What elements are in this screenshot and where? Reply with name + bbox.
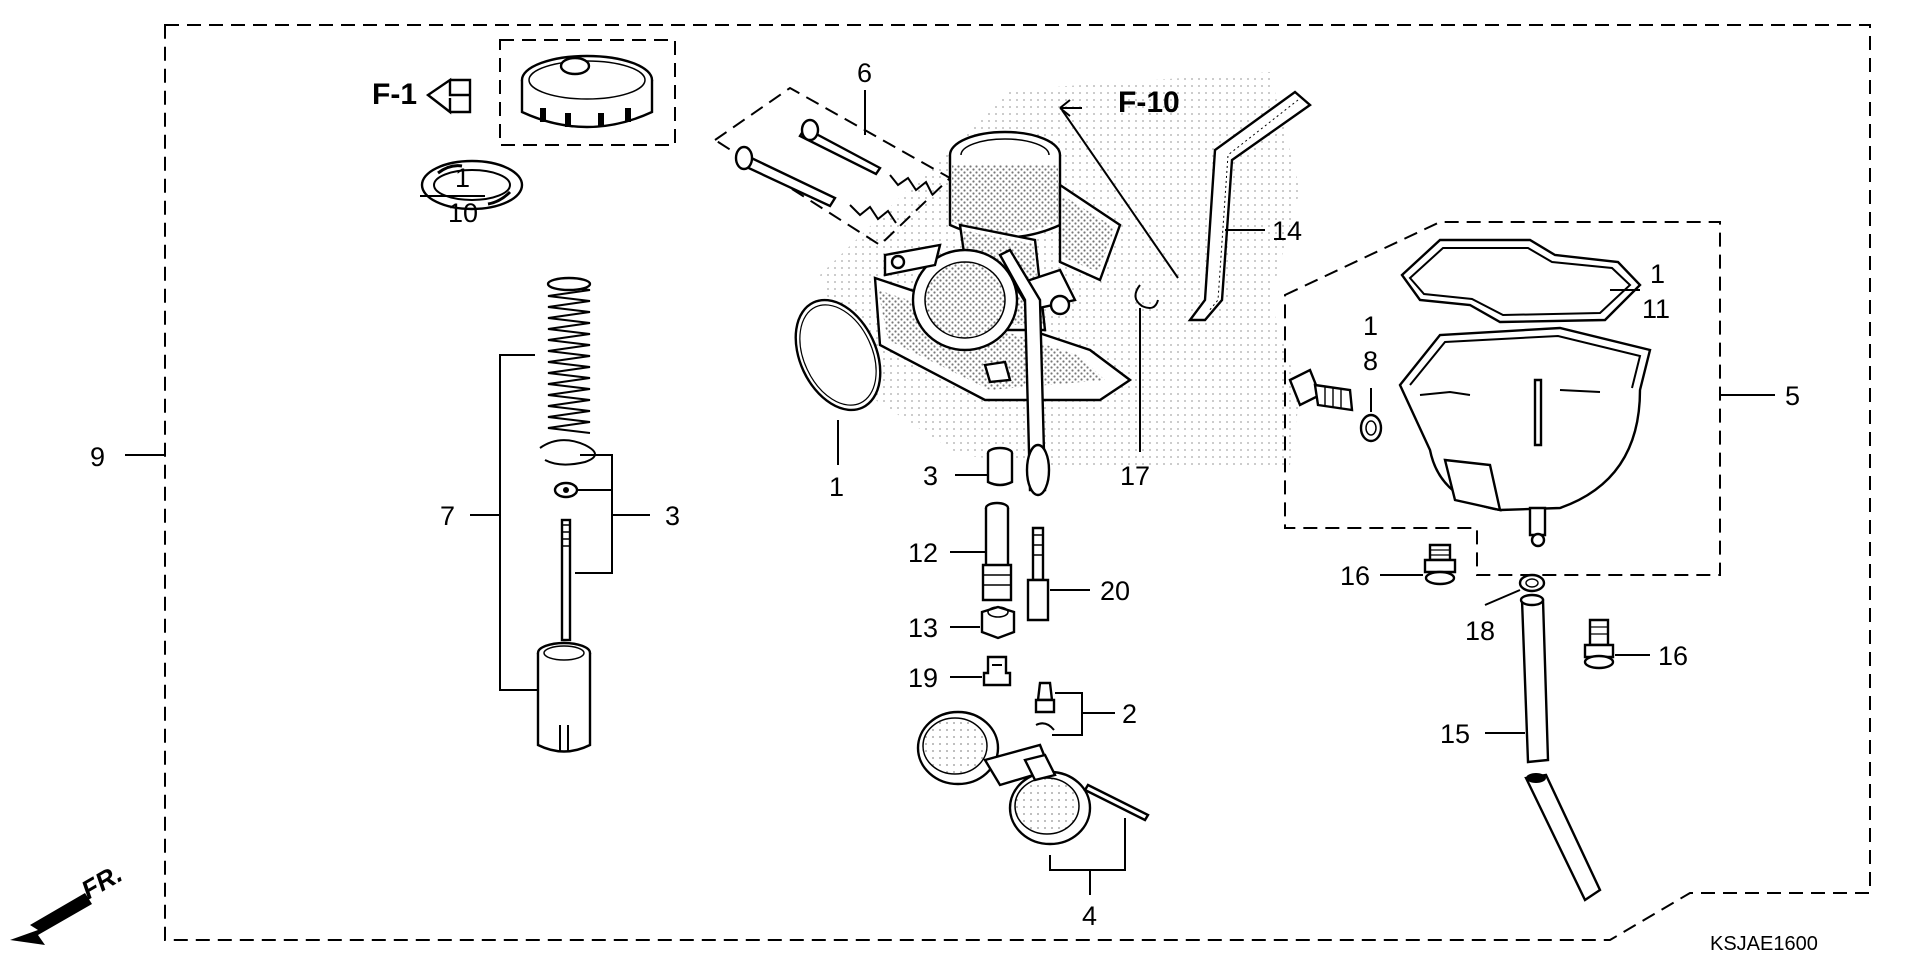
label-1-gasket: 1: [1650, 259, 1665, 289]
label-6: 6: [857, 58, 872, 88]
ref-f10: F-10: [1118, 86, 1180, 119]
needle-jet: [981, 501, 1013, 602]
tube-clip: [1134, 284, 1159, 309]
label-2: 2: [1122, 699, 1137, 729]
top-cap: [520, 54, 654, 129]
diagram-code: KSJAE1600: [1710, 933, 1818, 955]
chamber-screw-right: [1583, 618, 1615, 670]
throttle-valve: [536, 641, 592, 753]
float: [916, 710, 1092, 846]
label-4: 4: [1082, 901, 1097, 931]
main-jet: [982, 655, 1012, 687]
assembly-frame: [164, 24, 1871, 941]
drain-tube-clip: [1518, 573, 1546, 593]
top-cap-box: [499, 39, 676, 146]
needle-clip: [539, 439, 596, 499]
pilot-screw-set: [734, 118, 933, 224]
slow-jet: [1026, 526, 1050, 622]
label-17: 17: [1120, 461, 1150, 491]
fuel-tube: [1187, 90, 1312, 322]
throttle-spring: [546, 276, 592, 434]
float-chamber-gasket: [1400, 238, 1642, 324]
label-16-left: 16: [1340, 561, 1370, 591]
drain-washer: [1359, 413, 1383, 443]
label-11: 11: [1642, 294, 1670, 324]
float-valve: [1034, 681, 1056, 731]
label-12: 12: [908, 538, 938, 568]
label-1-washer: 1: [455, 163, 470, 193]
float-chamber: [1398, 326, 1652, 548]
label-14: 14: [1272, 216, 1302, 246]
label-3-center: 3: [923, 461, 938, 491]
label-3-left: 3: [665, 501, 680, 531]
float-pin: [1083, 783, 1150, 822]
label-16-right: 16: [1658, 641, 1688, 671]
front-direction-arrow: FR.: [10, 858, 127, 945]
arrow-f10: [1059, 99, 1082, 117]
label-1-washer-right: 1: [1363, 311, 1378, 341]
drain-screw: [1288, 368, 1354, 412]
label-10: 10: [448, 198, 478, 228]
label-1-oring: 1: [829, 472, 844, 502]
main-jet-holder: [980, 605, 1016, 640]
chamber-screw-left: [1423, 543, 1457, 586]
carburetor-body: [873, 130, 1133, 497]
jet-needle: [560, 518, 572, 642]
label-20: 20: [1100, 576, 1130, 606]
label-9: 9: [90, 442, 105, 472]
arrow-f1: [425, 77, 472, 115]
label-18: 18: [1465, 616, 1495, 646]
label-8: 8: [1363, 346, 1378, 376]
o-ring: [794, 298, 882, 412]
label-5: 5: [1785, 381, 1800, 411]
drain-tube: [1519, 593, 1602, 902]
ref-f1: F-1: [372, 78, 417, 111]
float-chamber-box: [1284, 221, 1721, 576]
label-7: 7: [440, 501, 455, 531]
label-13: 13: [908, 613, 938, 643]
label-15: 15: [1440, 719, 1470, 749]
label-19: 19: [908, 663, 938, 693]
needle-jet-holder: [986, 446, 1014, 487]
